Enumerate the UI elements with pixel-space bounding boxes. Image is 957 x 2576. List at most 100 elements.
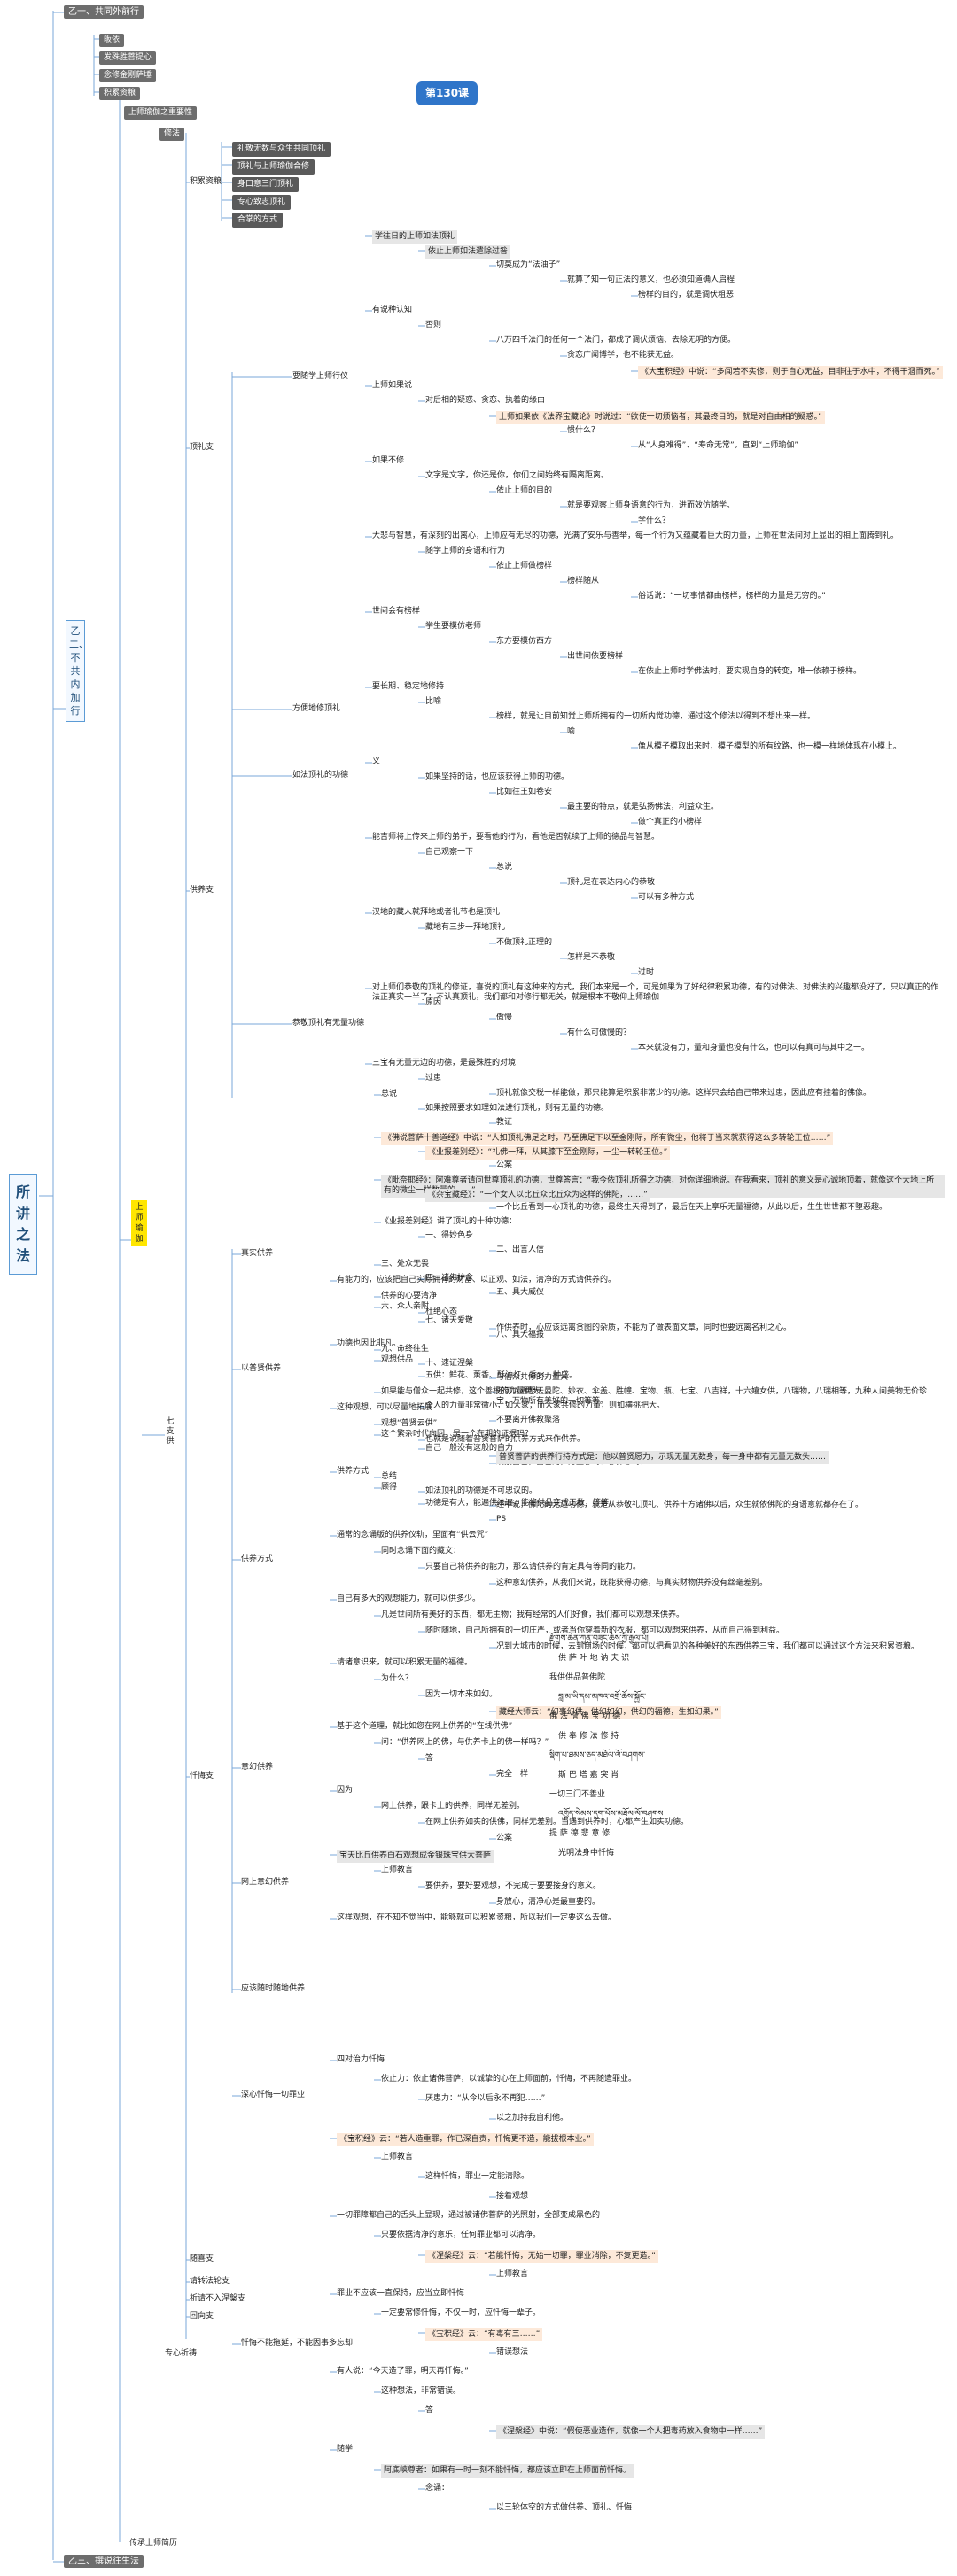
prostration-text: 对上师们恭敬的顶礼的修证，喜说的顶礼有这种来的方式，我们本来是一个，可是如果为了… <box>372 983 939 1002</box>
prostration-text: 学生要模仿老师 <box>425 622 482 631</box>
prostration-text: 就是要观察上师身语意的行为，进而效仿随学。 <box>567 501 735 510</box>
tibetan-line: སྡིག་པ་ཐམས་ཅད་མཐོལ་ལོ་བཤགས་ <box>549 1751 645 1760</box>
tibetan-line: 提 萨 德 悲 意 修 <box>549 1829 611 1838</box>
confession-text: 以之加持我自利他。 <box>496 2114 569 2122</box>
prostration-text: 世间会有榜样 <box>372 607 421 616</box>
merit-text: 六、众人亲附 <box>381 1302 430 1311</box>
confession-text: 接着观想 <box>496 2192 529 2200</box>
bottom-item: 传承上师简历 <box>129 2539 178 2548</box>
offering-text: 在网上供养如实的供佛，同样无差别。当遇到供养时，心都产生如实功德。 <box>425 1818 689 1827</box>
merit-text: 五、具大威仪 <box>496 1288 545 1297</box>
prostration-text: 义 <box>372 757 381 766</box>
prostration-text: 从“人身难得”、“寿命无常”，直到“上师瑜伽” <box>638 441 798 450</box>
merit-text: 四、诸佛护念 <box>425 1274 474 1283</box>
merit-text: 八、具大福报 <box>496 1331 545 1339</box>
confession-text: 一切罪障都自己的舌头上显现，通过被诸佛菩萨的光照射，全部变成黑色的 <box>337 2211 601 2220</box>
merit-text: 《佛说菩萨十善道经》中说：“人如顶礼佛足之时，乃至佛足下以至金刚际，所有微尘，他… <box>381 1132 834 1145</box>
prostration-text: 本来就没有力，量和身量也没有什么，也可以有真可与其中之一。 <box>638 1044 870 1052</box>
prostration-text: 如果不修 <box>372 456 405 465</box>
prostration-text: 对后相的疑惑、贪恋、执着的缘由 <box>425 396 546 405</box>
merit-text: 教证 <box>496 1118 513 1127</box>
level3-item: 七支供 <box>166 1417 175 1446</box>
prostration-text: 随学上师的身语和行为 <box>425 547 506 555</box>
seven-branch-item: 顶礼支 <box>190 443 214 452</box>
prostration-text: 比喻 <box>425 697 442 706</box>
offering-text: 顾得 <box>381 1483 398 1492</box>
offering-sub: 以普贤供养 <box>241 1364 282 1373</box>
offering-text: 也就是说随着普贤菩萨的供养方式来作供养。 <box>425 1435 586 1444</box>
prostration-sub: 如法顶礼的功德 <box>292 771 349 780</box>
confession-text: 一定要常修忏悔，不仅一时，应忏悔一辈子。 <box>381 2308 541 2317</box>
seven-branch-item: 积累资粮 <box>190 177 222 186</box>
seven-branch-item: 随喜支 <box>190 2254 214 2263</box>
tibetan-line: 斯 巴 塔 嘉 突 肖 <box>558 1771 619 1780</box>
merit-text: 十、速证涅槃 <box>425 1359 474 1368</box>
confession-text: 有人说：“今天造了罪，明天再忏悔。” <box>337 2367 469 2376</box>
offering-text: 公案 <box>496 1834 513 1843</box>
offering-text: 同时念诵下面的藏文： <box>381 1547 462 1556</box>
prostration-text: 切莫成为“法油子” <box>496 260 561 269</box>
prostration-text: 出世间依要榜样 <box>567 652 624 661</box>
seven-branch-item: 供养支 <box>190 886 214 895</box>
tibetan-line: 供 萨 叶 地 讷 夫 识 <box>558 1654 630 1663</box>
prostration-text: 不做顶礼正理的 <box>496 938 553 947</box>
tibetan-line: 我供供品普佛陀 <box>549 1673 606 1682</box>
confession-text: 依止力：依止诸佛菩萨，以诚挚的心在上师面前，忏悔，不再随造罪业。 <box>381 2075 637 2083</box>
offering-text: 身放心，清净心是最重要的。 <box>496 1897 601 1906</box>
offering-text: 因为一切本来如幻。 <box>425 1690 498 1699</box>
branch-item: 念修金刚萨埵 <box>99 69 157 82</box>
tibetan-line: རྫོགས་ཆེན་ཀུན་བཟང་ཆོས་ཀྱི་རྒྱལ་པོ། <box>549 1634 649 1643</box>
offering-text: 藏经大师云：“幻事幻供，供幻如幻，供幻的福德，生如幻果。” <box>496 1706 721 1719</box>
prostration-text: 顶礼就像交税一样能做，那只能算是积累非常少的功德。这样只会给自己带来过患，因此应… <box>496 1089 872 1098</box>
tibetan-line: 一切三门不善业 <box>549 1790 606 1799</box>
offering-text: PS <box>496 1515 507 1524</box>
prostration-text: 上师如果说 <box>372 381 413 390</box>
prostration-item: 合掌的方式 <box>232 213 284 228</box>
offering-text: 功德是有大，能遍供法遍，能将供品变成无数，等等。 <box>425 1499 618 1508</box>
prostration-text: 要长期、稳定地修持 <box>372 682 445 691</box>
prostration-sub: 恭敬顶礼有无量功德 <box>292 1019 365 1028</box>
offering-text: 随时随地，自己所拥有的一切庄严，或者当你穿着新的衣服，都可以观想来供养，从而自己… <box>425 1626 785 1635</box>
offering-sub: 真实供养 <box>241 1249 274 1258</box>
merit-text: 一、得妙色身 <box>425 1231 474 1240</box>
top-level-item: 乙一、共同外前行 <box>64 5 144 19</box>
bottom-item: 专心祈祷 <box>165 2349 198 2358</box>
offering-text: 五供：鲜花、薰香、酥油灯、香水、种盛。 <box>425 1371 578 1380</box>
confession-text: 罪业不应该一直保持，应当立即忏悔 <box>337 2289 465 2298</box>
seven-branch-item: 忏悔支 <box>190 1772 214 1781</box>
offering-text: 有能力的，应该把自己实际拥有的财富、以正观、如法，清净的方式请供养的。 <box>337 1276 617 1284</box>
lesson-badge: 第130课 <box>416 81 478 105</box>
prostration-text: 文字是文字，你还是你，你们之间始终有隔离距离。 <box>425 471 610 480</box>
confession-text: 厌患力：“从今以后永不再犯……” <box>425 2094 546 2103</box>
offering-text: 完全一样 <box>496 1770 529 1779</box>
prostration-text: 有说种认知 <box>372 306 413 314</box>
prostration-text: 如果坚持的话，也应该获得上师的功德。 <box>425 772 570 781</box>
merit-text: 《杂宝藏经》：“一个女人以比丘众比丘众为这样的佛陀，……” <box>425 1189 650 1202</box>
prostration-text: 比如往王如卷安 <box>496 788 553 796</box>
prostration-sub: 方便地修顶礼 <box>292 704 341 713</box>
confession-text: 只要依据清净的意乐，任何罪业都可以清净。 <box>381 2231 541 2239</box>
merit-text: 《业报差别经》讲了顶礼的十种功德： <box>381 1217 517 1226</box>
prostration-text: 依止上师如法遣除过咎 <box>425 245 511 259</box>
tibetan-line: འགྱོད་སེམས་དྲག་པོས་མཐོལ་ལོ་བཤགས <box>558 1810 664 1819</box>
prostration-text: 顶礼是在表达内心的恭敬 <box>567 878 656 887</box>
prostration-item: 身口意三门顶礼 <box>232 177 300 192</box>
offering-text: 供养的心要清净 <box>381 1292 438 1300</box>
prostration-text: 大悲与智慧，有深刻的出离心，上师应有无尽的功德，光满了安乐与善举，每一个行为又蕴… <box>372 531 899 540</box>
confession-sub: 深心忏悔一切罪业 <box>241 2091 306 2099</box>
merit-text: 《业报差别经》：“礼佛一拜，从其膝下至金刚际，一尘一转轮王位。” <box>425 1146 671 1160</box>
offering-text: 因为 <box>337 1786 354 1795</box>
prostration-text: 像从模子模取出来时，模子模型的所有纹路，也一模一样地体现在小模上。 <box>638 742 902 751</box>
offering-text: 观想供品 <box>381 1355 414 1364</box>
offering-text: 要供养，要好要观想，不完成于要要接身的意义。 <box>425 1882 602 1890</box>
offering-text: 只要自己将供养的能力，那么请供养的肯定具有等同的能力。 <box>425 1563 642 1571</box>
prostration-text: 有什么可傲慢的？ <box>567 1028 632 1037</box>
prostration-text: 榜样随从 <box>567 577 600 586</box>
merit-text: 这个繁杂时代向回，是一个在期的证据吗？ <box>381 1430 533 1439</box>
offering-text: 这种意幻供养，从我们来说，既能获得功德，与真实财物供养没有丝毫差别。 <box>496 1579 768 1587</box>
offering-text: 为什么？ <box>381 1674 414 1683</box>
prostration-item: 礼敬无数与众生共同顶礼 <box>232 142 331 157</box>
confession-sub: 忏悔不能拖延，不能因事多忘却 <box>241 2339 354 2347</box>
prostration-item: 专心致志顶礼 <box>232 195 292 210</box>
